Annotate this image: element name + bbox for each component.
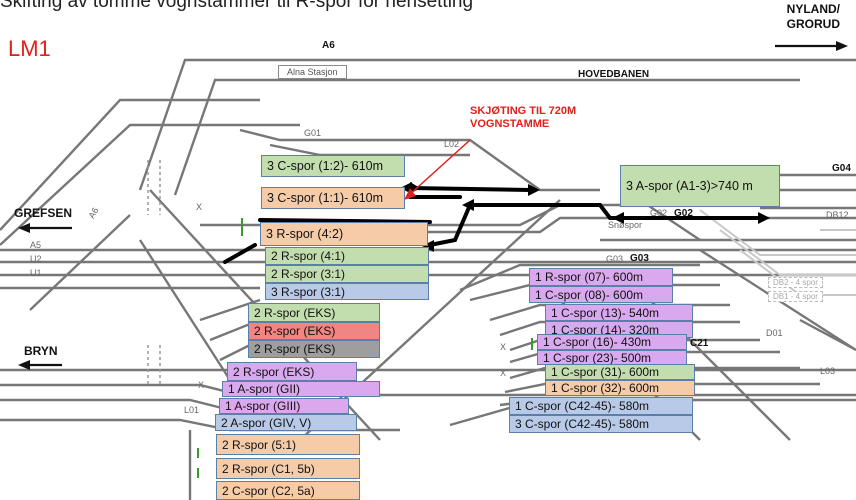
- depot-db1: DB1 - 4 spor: [768, 291, 823, 302]
- line-label-a6: A6: [322, 40, 335, 51]
- track-box: 2 R-spor (EKS): [248, 322, 380, 340]
- line-label-l02: L02: [444, 139, 460, 149]
- track-box: 2 R-spor (C1, 5b): [216, 458, 360, 479]
- line-label-g02-bold: G02: [674, 208, 693, 219]
- track-box: 1 C-spor (32)- 600m: [545, 380, 695, 396]
- track-box: 3 R-spor (4:2): [260, 222, 428, 246]
- line-label-u1: U1: [30, 268, 42, 278]
- line-label-db12: DB12: [826, 210, 849, 220]
- line-label-g04: G04: [832, 163, 851, 174]
- track-box: 3 A-spor (A1-3)>740 m: [620, 165, 780, 207]
- line-label-x: X: [198, 380, 205, 390]
- track-box: 3 C-spor (C42-45)- 580m: [509, 415, 693, 433]
- line-label-g02: G02: [650, 208, 668, 218]
- direction-nyland: NYLAND/ GRORUD: [786, 2, 840, 31]
- track-box: 1 C-spor (31)- 600m: [545, 364, 695, 380]
- track-box: 1 C-spor (C42-45)- 580m: [509, 397, 693, 415]
- direction-grefsen: GREFSEN: [14, 206, 73, 220]
- track-box: 2 R-spor (3:1): [265, 265, 429, 283]
- track-box: 1 A-spor (GIII): [219, 398, 349, 414]
- line-label-g03: G03: [606, 254, 624, 264]
- track-box: 2 A-spor (GIV, V): [215, 414, 357, 431]
- line-label-x: X: [500, 342, 507, 352]
- line-label-u2: U2: [30, 254, 42, 264]
- track-box: 3 C-spor (1:1)- 610m: [261, 187, 405, 209]
- line-label-l03: L03: [820, 366, 836, 376]
- track-box: 1 C-spor (13)- 540m: [545, 304, 693, 321]
- track-box: 1 A-spor (GII): [222, 381, 380, 397]
- line-label-l01: L01: [184, 405, 200, 415]
- track-box: 2 C-spor (C2, 5a): [216, 481, 360, 500]
- page-title: Skifting av tomme vognstammer til R-spor…: [0, 0, 474, 12]
- line-label-x: X: [500, 368, 507, 378]
- direction-bryn: BRYN: [24, 344, 58, 358]
- track-box: 2 R-spor (4:1): [265, 247, 429, 265]
- line-label-g01: G01: [304, 128, 322, 138]
- line-label-snospor: Snøspor: [608, 220, 643, 230]
- track-box: 1 C-spor (14)- 320m: [545, 321, 693, 338]
- track-box: 2 R-spor (5:1): [216, 434, 360, 455]
- line-label-c21: C21: [690, 338, 709, 349]
- page-subtitle: LM1: [8, 36, 51, 61]
- line-label-a5: A5: [30, 240, 42, 250]
- track-box: 3 R-spor (3:1): [265, 283, 429, 300]
- track-box: 2 R-spor (EKS): [248, 303, 380, 322]
- line-label-g03-bold: G03: [630, 253, 649, 264]
- line-label-x: X: [196, 202, 203, 212]
- track-box: 3 C-spor (1:2)- 610m: [261, 155, 405, 177]
- track-box: 1 C-spor (16)- 430m: [537, 334, 687, 350]
- track-box: 1 C-spor (08)- 600m: [529, 286, 673, 303]
- track-box: 1 C-spor (23)- 500m: [537, 350, 687, 365]
- track-box: 2 R-spor (EKS): [227, 362, 357, 381]
- track-box: 2 R-spor (EKS): [248, 340, 380, 358]
- splice-annotation: SKJØTING TIL 720M VOGNSTAMME: [470, 105, 577, 130]
- depot-db2: DB2 - 4 spor: [768, 277, 823, 288]
- track-box: 1 R-spor (07)- 600m: [529, 268, 673, 286]
- station-label: Alna Stasjon: [278, 65, 347, 79]
- line-label-hovedbanen: HOVEDBANEN: [578, 69, 650, 80]
- line-label-d01: D01: [766, 328, 783, 338]
